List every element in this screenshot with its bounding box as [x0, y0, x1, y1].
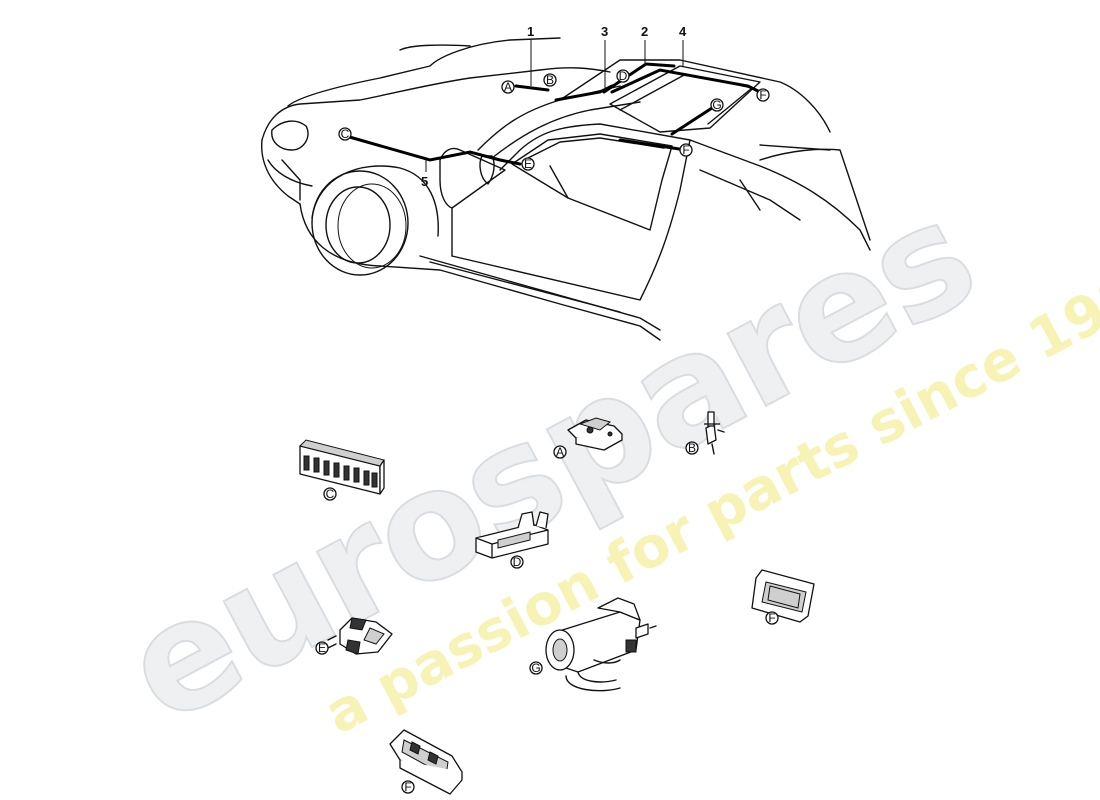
marker-a: A [553, 445, 567, 459]
marker-e-car: E [521, 157, 535, 171]
svg-text:D: D [619, 69, 628, 83]
marker-f-lamp: F [401, 780, 415, 794]
part-number-3: 3 [601, 24, 608, 39]
part-number-2: 2 [641, 24, 648, 39]
harness-f [618, 138, 688, 152]
svg-text:F: F [682, 143, 689, 157]
part-number-4: 4 [679, 24, 687, 39]
harness-5 [344, 134, 522, 166]
harness-g [670, 106, 714, 136]
svg-text:C: C [341, 127, 350, 141]
part-number-5: 5 [421, 174, 428, 189]
component-c: C [299, 439, 385, 501]
component-e: E [315, 617, 393, 655]
marker-g-car: G [710, 98, 724, 112]
car-location-markers: A B D F G F C E [338, 69, 770, 171]
marker-f-lens: F [765, 611, 779, 625]
svg-text:G: G [531, 661, 540, 675]
harness-1 [514, 84, 550, 92]
component-f-lens: F [751, 569, 815, 625]
marker-c-car: C [338, 127, 352, 141]
component-a: A [553, 417, 623, 459]
svg-text:B: B [688, 441, 696, 455]
component-f-lamp: F [389, 729, 463, 795]
marker-e: E [315, 641, 329, 655]
svg-text:C: C [326, 487, 335, 501]
harness-2 [602, 62, 676, 94]
harness-4 [610, 68, 762, 94]
car-illustration [261, 37, 871, 341]
marker-f-car-roof: F [756, 88, 770, 102]
part-number-1: 1 [527, 24, 534, 39]
marker-b-car: B [543, 73, 557, 87]
svg-text:G: G [712, 98, 721, 112]
svg-text:A: A [556, 445, 564, 459]
marker-g: G [529, 661, 543, 675]
marker-b: B [685, 441, 699, 455]
svg-text:E: E [524, 157, 532, 171]
marker-f-car-door: F [679, 143, 693, 157]
svg-text:D: D [513, 555, 522, 569]
component-d: D [475, 511, 549, 569]
svg-text:E: E [318, 641, 326, 655]
component-g: G [529, 597, 657, 692]
svg-text:B: B [546, 73, 554, 87]
marker-d: D [510, 555, 524, 569]
marker-c: C [323, 487, 337, 501]
svg-text:A: A [504, 80, 512, 94]
marker-a-car: A [501, 80, 515, 94]
svg-text:F: F [768, 611, 775, 625]
component-b: B [685, 411, 725, 455]
svg-text:F: F [759, 88, 766, 102]
marker-d-car: D [616, 69, 630, 83]
svg-text:F: F [404, 780, 411, 794]
callout-numbers: 1 3 2 4 5 [421, 24, 687, 189]
